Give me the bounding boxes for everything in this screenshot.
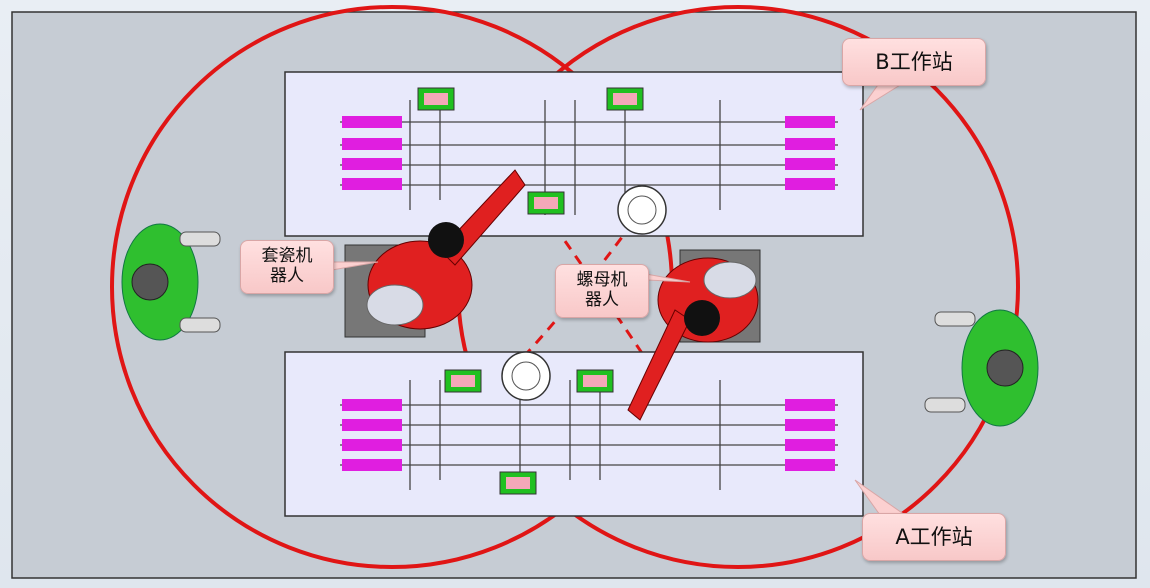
station-a-rails (340, 380, 838, 490)
operator-left (121, 223, 221, 341)
robot-arm (627, 309, 691, 421)
porcelain-robot (344, 169, 526, 338)
nut-robot (627, 249, 761, 421)
station-b-fixtures (417, 87, 644, 215)
operator-hand (179, 317, 221, 333)
station-b-parts-left (342, 116, 402, 190)
operator-hand (924, 397, 966, 413)
nut-robot-label: 螺母机 器人 (555, 264, 649, 318)
station-a-panel (284, 351, 864, 517)
turntable-icon (617, 185, 667, 235)
station-b-label: B工作站 (842, 38, 986, 86)
robot-joint (684, 300, 720, 336)
station-a-table (284, 351, 864, 517)
robot-joint (428, 222, 464, 258)
station-b-panel (284, 71, 864, 237)
station-a-parts-left (342, 399, 402, 471)
station-a-fixtures (444, 369, 614, 495)
station-a-label: A工作站 (862, 513, 1006, 561)
station-a-parts-right (785, 399, 835, 471)
station-b-rails (340, 100, 838, 215)
callout-pointers (318, 81, 907, 516)
porcelain-robot-label: 套瓷机 器人 (240, 240, 334, 294)
operator-hand (179, 231, 221, 247)
operator-right (924, 309, 1039, 427)
robot-motor (703, 261, 757, 299)
operator-head (131, 263, 169, 301)
robot-motor (366, 284, 424, 326)
station-b-parts-right (785, 116, 835, 190)
station-b-table (284, 71, 864, 237)
operator-head (986, 349, 1024, 387)
operator-hand (934, 311, 976, 327)
turntable-icon (501, 351, 551, 401)
